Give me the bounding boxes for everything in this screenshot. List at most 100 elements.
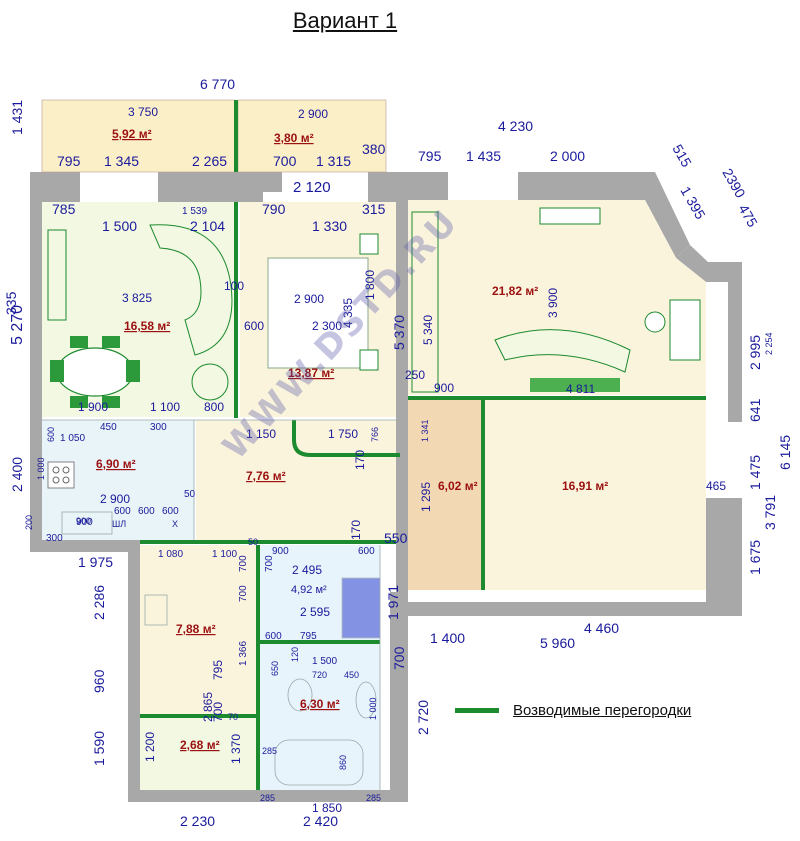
dim: 700	[273, 153, 297, 169]
area-bathroom: 6,30 м²	[300, 697, 340, 711]
dim: 2 865	[201, 692, 215, 722]
area-living-room: 16,58 м²	[124, 319, 170, 333]
dim: 1 500	[312, 656, 337, 667]
dim: 1 341	[420, 419, 430, 442]
area-labels: 5,92 м² 3,80 м² 16,58 м² 13,87 м² 21,82 …	[96, 127, 608, 752]
dim: 650	[270, 661, 280, 676]
dimensions-large: 6 770 1 431 795 1 345 2 265 700 1 315 38…	[3, 76, 793, 829]
dim: 1 435	[466, 148, 501, 164]
dim: 1 345	[104, 153, 139, 169]
dim: 250	[405, 368, 425, 382]
dim: 50	[184, 489, 196, 500]
dim: 1 500	[102, 218, 137, 234]
walls	[30, 172, 742, 802]
dim: 600	[162, 506, 179, 517]
dim: 900	[434, 381, 454, 395]
dim: 120	[290, 647, 300, 662]
dim: 700	[238, 555, 249, 572]
dim: 2 230	[180, 813, 215, 829]
dim: 3 791	[762, 495, 778, 530]
dim: 2 400	[9, 457, 25, 492]
dim: 1 100	[150, 400, 180, 414]
dim: 465	[706, 479, 726, 493]
area-right-room: 16,91 м²	[562, 479, 608, 493]
dim: 795	[300, 631, 317, 642]
dim: 1 675	[747, 540, 763, 575]
dim: 2 104	[190, 218, 225, 234]
dim: 3 825	[122, 291, 152, 305]
dim: 1 750	[328, 427, 358, 441]
dim: 1 370	[229, 734, 243, 764]
area-lower-hall: 7,88 м²	[176, 622, 216, 636]
dim: 450	[344, 670, 359, 680]
dim: 2390	[719, 166, 749, 201]
dim: 2 595	[300, 605, 330, 619]
dim: 1 850	[312, 801, 342, 815]
dim: 600	[114, 506, 131, 517]
dim: 860	[338, 755, 348, 770]
area-kitchen: 6,90 м²	[96, 457, 136, 471]
area-storage: 2,68 м²	[180, 738, 220, 752]
dimensions-small: 3 750 2 900 1 539 3 825 100 600 2 900 4 …	[24, 105, 774, 815]
room-fills	[41, 99, 706, 790]
area-balcony-left: 5,92 м²	[112, 127, 152, 141]
dim: 1 150	[246, 427, 276, 441]
bed	[267, 257, 369, 369]
dim: 335	[3, 291, 19, 315]
dim: 300	[46, 533, 63, 544]
dim: 2 000	[550, 148, 585, 164]
dim: 1 431	[9, 100, 25, 135]
new-partitions	[140, 100, 706, 790]
dim: 1 366	[238, 641, 249, 666]
dim: 1 000	[36, 457, 46, 480]
legend-label: Возводимые перегородки	[513, 701, 692, 719]
dim: 785	[52, 201, 76, 217]
dim: 6 770	[200, 76, 235, 92]
dim: 960	[91, 669, 107, 693]
dim: 285	[366, 793, 381, 803]
armchair	[191, 363, 229, 401]
dining-table	[56, 347, 134, 397]
dim: 2 900	[294, 292, 324, 306]
dim: 600	[265, 631, 282, 642]
dim: 2 300	[312, 319, 342, 333]
dim: 3 900	[546, 288, 560, 318]
dim: 475	[735, 202, 761, 230]
dim: 380	[362, 141, 386, 157]
dim: 100	[224, 279, 244, 293]
dim: 600	[46, 427, 56, 442]
dim: 1 900	[78, 400, 108, 414]
dim: 6 145	[777, 435, 793, 470]
dim: 1 080	[158, 549, 183, 560]
dim: 2 120	[293, 179, 331, 196]
kitchen-fixtures: 900 ШЛ Х	[47, 461, 178, 529]
dim: 720	[312, 670, 327, 680]
kitchen-stove-label: ШЛ	[112, 519, 126, 529]
area-balcony-right: 3,80 м²	[274, 131, 314, 145]
dim: 2 495	[292, 563, 322, 577]
wardrobe	[411, 211, 439, 393]
dim: 2 900	[100, 492, 130, 506]
dim: 795	[211, 660, 225, 680]
dim: 4 335	[341, 298, 355, 328]
dim: 315	[362, 201, 386, 217]
dim: 170	[349, 520, 363, 540]
dim: 600	[244, 319, 264, 333]
dim: 2 286	[91, 585, 107, 620]
dim: 50	[248, 537, 258, 547]
dim: 2 900	[298, 107, 328, 121]
legend: Возводимые перегородки	[455, 698, 691, 722]
dim: 2 720	[415, 700, 431, 735]
dim: 1 295	[419, 482, 433, 512]
dim: 900	[272, 546, 289, 557]
dim: 5 370	[391, 315, 407, 350]
dim: 2 265	[192, 153, 227, 169]
sofa	[149, 224, 233, 356]
dim: 1 971	[385, 585, 401, 620]
dim: 1 330	[312, 218, 347, 234]
dim: 1 400	[430, 630, 465, 646]
dim: 600	[358, 546, 375, 557]
legend-swatch	[455, 707, 499, 713]
dim: 1 475	[747, 455, 763, 490]
